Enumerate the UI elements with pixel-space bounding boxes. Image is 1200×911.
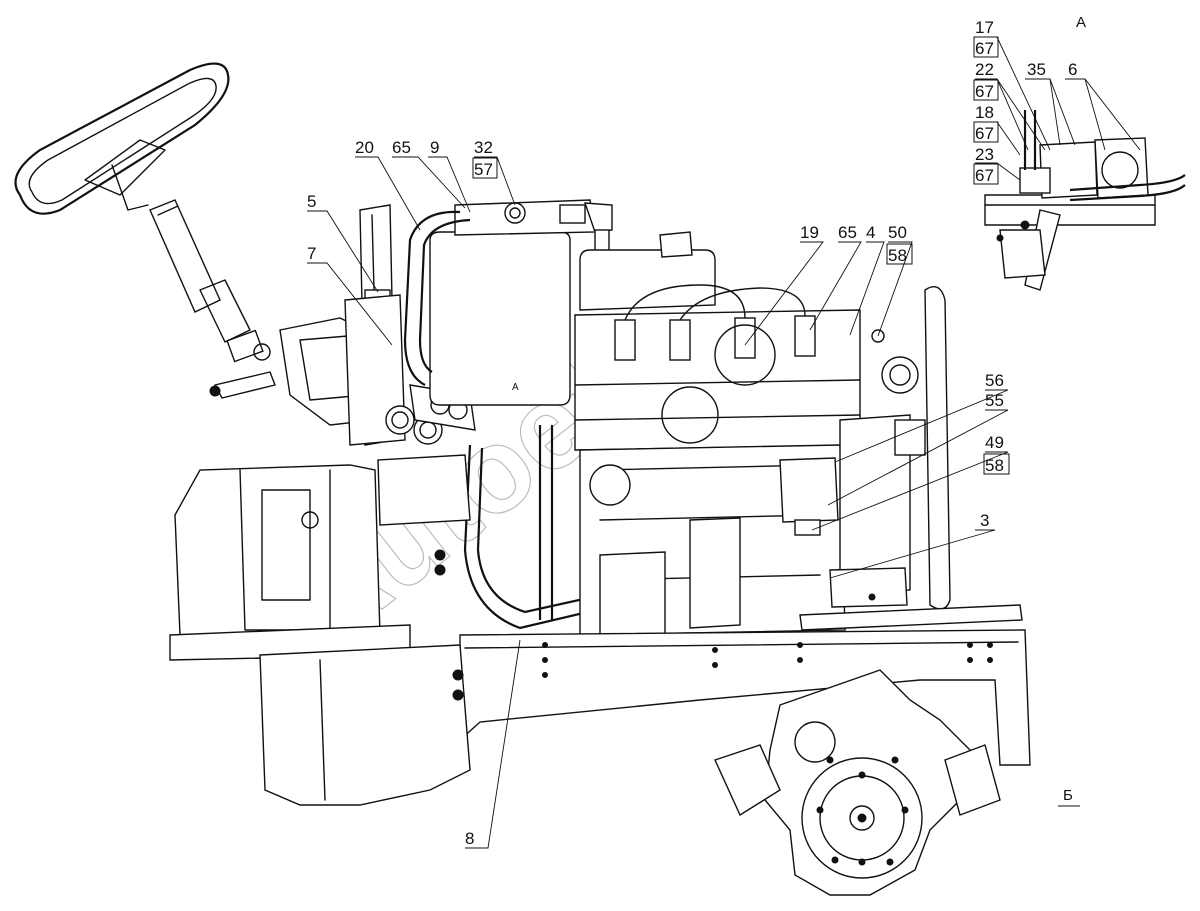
callout-5: 5	[307, 192, 316, 211]
hydraulic-tank: А	[429, 199, 613, 406]
steering-column	[149, 199, 276, 399]
callout-65-top: 65	[392, 138, 411, 157]
callout-58-bot: 58	[985, 456, 1004, 475]
steering-wheel	[14, 62, 230, 215]
callout-a-67-3-box	[973, 121, 999, 143]
view-a-title: А	[1076, 14, 1086, 31]
tank-view-mark: А	[512, 382, 519, 393]
callout-a-67-2: 67	[975, 82, 994, 101]
callout-a-22: 22	[975, 60, 994, 79]
callout-9: 9	[430, 138, 439, 157]
callout-a-67-1: 67	[975, 39, 994, 58]
callout-57: 57	[474, 160, 493, 179]
callout-4: 4	[866, 223, 875, 242]
detail-view-a	[984, 110, 1186, 291]
callout-50: 50	[888, 223, 907, 242]
callout-7: 7	[307, 244, 316, 263]
leader-lines	[307, 36, 1141, 849]
front-axle	[714, 669, 1001, 896]
view-b-mark: Б	[1063, 787, 1073, 804]
callout-a-67-4: 67	[975, 166, 994, 185]
callout-a-23: 23	[975, 145, 994, 164]
callout-49: 49	[985, 433, 1004, 452]
callout-a-18: 18	[975, 103, 994, 122]
cab-bracket	[279, 204, 406, 446]
callout-55: 55	[985, 391, 1004, 410]
callout-a-17: 17	[975, 18, 994, 37]
callout-32: 32	[474, 138, 493, 157]
fuel-filter	[779, 457, 908, 608]
callout-a-67-4-box	[973, 163, 999, 185]
callout-a-67-2-box	[973, 79, 999, 101]
transmission-housing	[169, 454, 471, 806]
callout-labels: 20 65 9 32 57 5 7 19 65 4 50 58 56 55 49…	[307, 14, 1086, 848]
callout-56: 56	[985, 371, 1004, 390]
chassis-frame	[459, 604, 1031, 766]
callout-a-35: 35	[1027, 60, 1046, 79]
engine-block	[574, 231, 861, 639]
callout-a-67-3: 67	[975, 124, 994, 143]
callout-3: 3	[980, 511, 989, 530]
callout-8: 8	[465, 829, 474, 848]
callout-65-mid: 65	[838, 223, 857, 242]
callout-20: 20	[355, 138, 374, 157]
callout-58-top: 58	[888, 246, 907, 265]
callout-a-67-1-box	[973, 36, 999, 58]
callout-58-bot-box	[983, 453, 1010, 475]
callout-19: 19	[800, 223, 819, 242]
callout-a-6: 6	[1068, 60, 1077, 79]
callout-58-top-box	[886, 243, 913, 265]
callout-57-box	[472, 157, 498, 179]
